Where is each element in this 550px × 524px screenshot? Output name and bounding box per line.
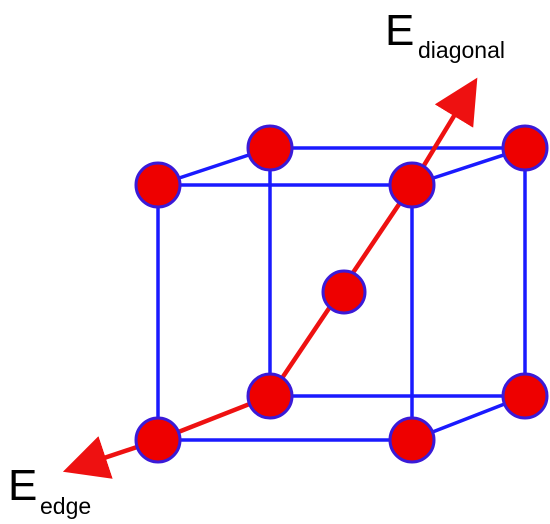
atom-front-bottom-left: [134, 416, 182, 464]
atom-front-bottom-right: [388, 416, 436, 464]
atom-front-top-right: [388, 161, 436, 209]
label-e-edge: E edge: [8, 461, 91, 519]
label-e-diagonal-sub: diagonal: [418, 37, 505, 63]
atom-back-top-left: [246, 124, 294, 172]
label-e-diagonal: E diagonal: [385, 6, 505, 63]
label-e-edge-main: E: [8, 461, 37, 510]
atom-back-bottom-left: [246, 372, 294, 420]
label-e-diagonal-main: E: [385, 6, 414, 55]
atom-back-bottom-right: [501, 372, 549, 420]
atom-back-top-right: [501, 124, 549, 172]
label-e-edge-sub: edge: [40, 493, 91, 519]
diagonal-arrow: [267, 77, 478, 399]
atoms: [134, 124, 549, 464]
atom-body-center: [321, 269, 367, 315]
atom-front-top-left: [134, 161, 182, 209]
